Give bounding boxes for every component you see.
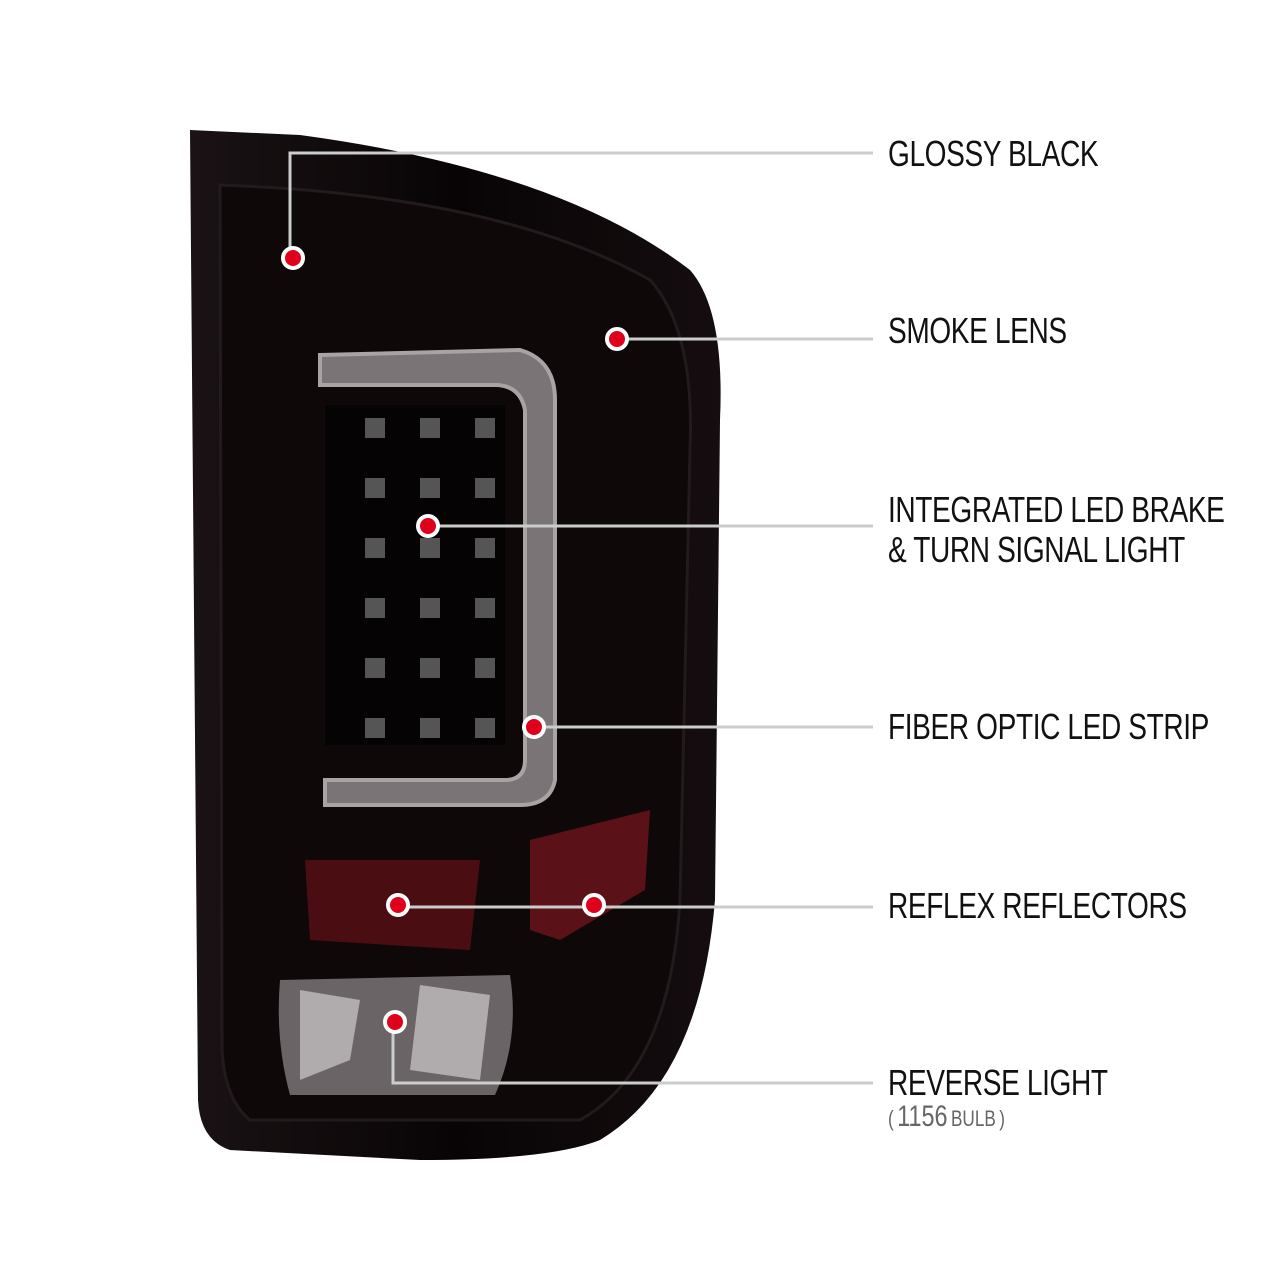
led-cell (420, 658, 440, 678)
dot-reverse (383, 1010, 407, 1034)
dot-glossy-black (281, 246, 305, 270)
led-cell (365, 658, 385, 678)
led-cell (475, 598, 495, 618)
led-cell (420, 478, 440, 498)
led-cell (420, 718, 440, 738)
label-smoke-lens: SMOKE LENS (888, 310, 1067, 351)
led-cell (365, 478, 385, 498)
led-cell (475, 418, 495, 438)
led-cell (365, 718, 385, 738)
led-cell (475, 658, 495, 678)
callout-dots (281, 246, 629, 1034)
label-led-brake-line1: INTEGRATED LED BRAKE (888, 489, 1225, 530)
led-cell (365, 538, 385, 558)
dot-fiber-optic (522, 715, 546, 739)
led-cell (420, 538, 440, 558)
dot-led-brake (416, 514, 440, 538)
dot-reflex-right (582, 893, 606, 917)
led-cell (475, 718, 495, 738)
dot-smoke-lens (605, 327, 629, 351)
callout-lines (288, 151, 873, 1085)
led-cell (475, 538, 495, 558)
label-reverse-bulb: ( 1156 BULB ) (888, 1100, 1006, 1133)
label-reflex: REFLEX REFLECTORS (888, 885, 1187, 926)
led-grid (365, 418, 495, 738)
label-led-brake-line2: & TURN SIGNAL LIGHT (888, 529, 1185, 570)
led-cell (420, 418, 440, 438)
led-cell (475, 478, 495, 498)
label-fiber-optic: FIBER OPTIC LED STRIP (888, 706, 1210, 747)
dot-reflex-left (386, 893, 410, 917)
fiber-strip (318, 347, 557, 807)
label-reverse: REVERSE LIGHT (888, 1062, 1108, 1103)
led-cell (365, 598, 385, 618)
led-panel (325, 405, 505, 745)
led-cell (365, 418, 385, 438)
led-cell (420, 598, 440, 618)
label-glossy-black: GLOSSY BLACK (888, 133, 1099, 174)
